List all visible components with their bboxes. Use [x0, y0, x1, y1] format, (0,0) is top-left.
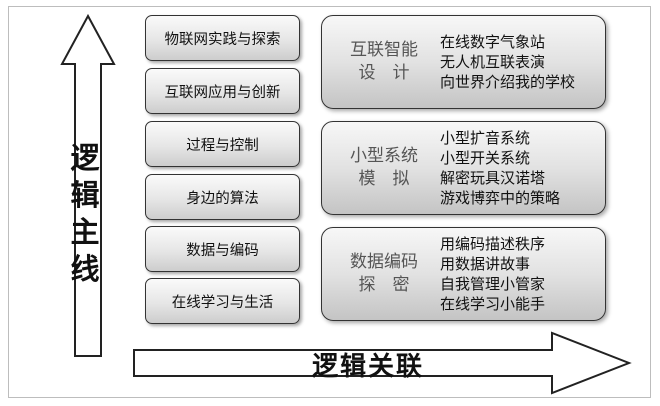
list-item: 在线学习小能手 — [440, 295, 546, 313]
vertical-label-char: 辑 — [70, 178, 100, 212]
list-item: 向世界介绍我的学校 — [440, 73, 576, 91]
list-item: 自我管理小管家 — [440, 275, 546, 293]
horizontal-arrow — [133, 331, 632, 395]
right-box-smart-design: 互联智能 设 计 在线数字气象站 无人机互联表演 向世界介绍我的学校 — [321, 15, 606, 109]
list-item: 用数据讲故事 — [440, 255, 531, 273]
right-box-items: 在线数字气象站 无人机互联表演 向世界介绍我的学校 — [440, 16, 600, 108]
horizontal-arrow-label: 逻辑关联 — [311, 352, 424, 382]
right-box-title: 数据编码 探 密 — [334, 228, 434, 320]
list-item: 游戏博弈中的策略 — [440, 189, 561, 207]
left-box-label: 互联网应用与创新 — [164, 84, 281, 101]
title-line: 模 拟 — [358, 169, 410, 189]
vertical-arrow-label: 逻 辑 主 线 — [66, 140, 104, 288]
title-line: 小型系统 — [350, 146, 418, 166]
vertical-label-char: 主 — [70, 215, 100, 249]
list-item: 小型扩音系统 — [440, 129, 531, 147]
right-box-title: 小型系统 模 拟 — [334, 122, 434, 214]
left-box-label: 物联网实践与探索 — [164, 31, 281, 48]
left-box-label: 过程与控制 — [186, 137, 259, 154]
right-box-system-sim: 小型系统 模 拟 小型扩音系统 小型开关系统 解密玩具汉诺塔 游戏博弈中的策略 — [321, 121, 606, 215]
left-box-process: 过程与控制 — [145, 121, 300, 167]
right-box-title: 互联智能 设 计 — [334, 16, 434, 108]
title-line: 数据编码 — [350, 252, 418, 272]
left-box-internet: 互联网应用与创新 — [145, 68, 300, 114]
list-item: 小型开关系统 — [440, 149, 531, 167]
left-box-iot: 物联网实践与探索 — [145, 15, 300, 61]
title-line: 探 密 — [358, 275, 410, 295]
left-box-label: 数据与编码 — [186, 242, 259, 259]
left-box-data: 数据与编码 — [145, 226, 300, 272]
title-line: 设 计 — [358, 63, 410, 83]
list-item: 在线数字气象站 — [440, 33, 546, 51]
right-box-data-encoding: 数据编码 探 密 用编码描述秩序 用数据讲故事 自我管理小管家 在线学习小能手 — [321, 227, 606, 321]
list-item: 用编码描述秩序 — [440, 235, 546, 253]
list-item: 无人机互联表演 — [440, 53, 546, 71]
list-item: 解密玩具汉诺塔 — [440, 169, 546, 187]
left-box-algorithm: 身边的算法 — [145, 174, 300, 220]
left-box-label: 身边的算法 — [186, 190, 259, 207]
right-box-items: 小型扩音系统 小型开关系统 解密玩具汉诺塔 游戏博弈中的策略 — [440, 122, 600, 214]
right-box-items: 用编码描述秩序 用数据讲故事 自我管理小管家 在线学习小能手 — [440, 228, 600, 320]
vertical-label-char: 线 — [70, 252, 100, 286]
title-line: 互联智能 — [350, 40, 418, 60]
vertical-arrow — [60, 13, 116, 357]
left-box-online: 在线学习与生活 — [145, 278, 300, 324]
left-box-label: 在线学习与生活 — [171, 294, 274, 311]
vertical-label-char: 逻 — [70, 141, 100, 175]
